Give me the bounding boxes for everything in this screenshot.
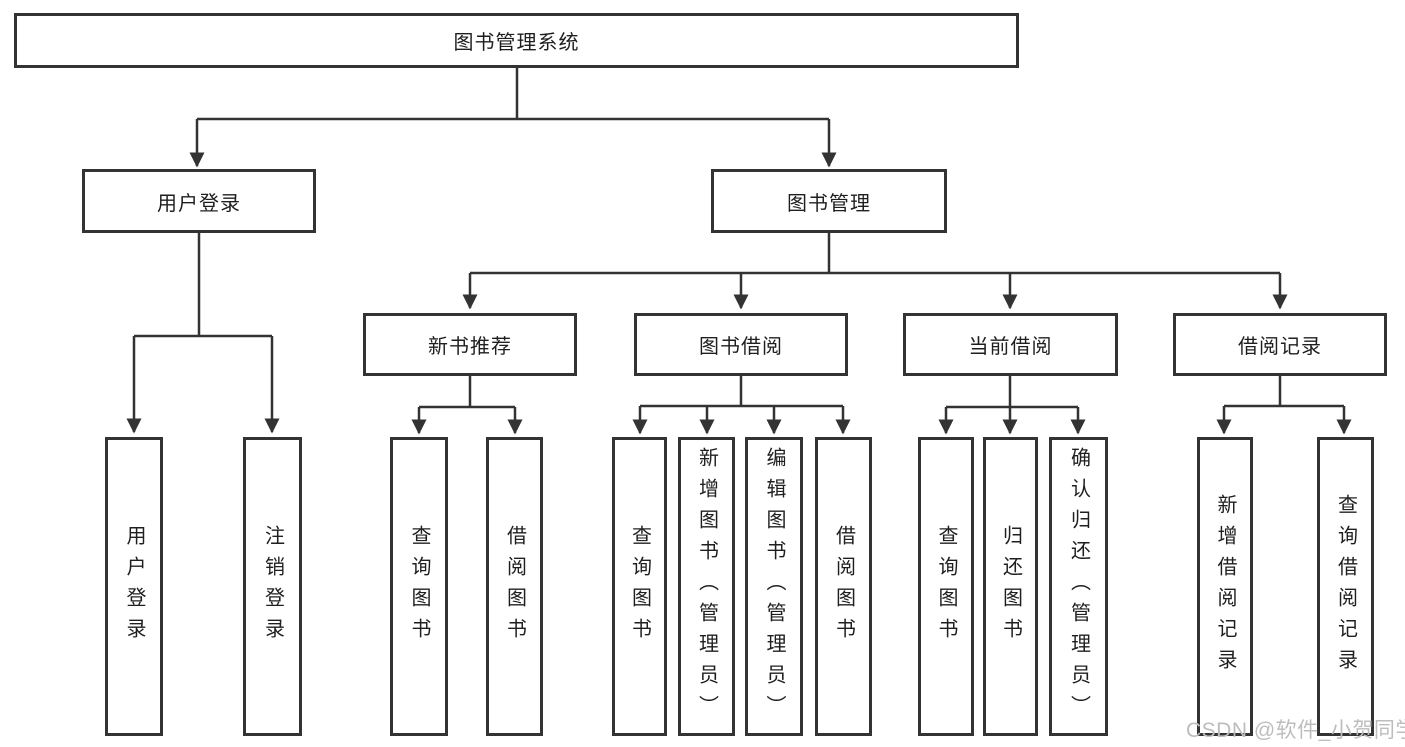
leaf-query-books-borrow-label: 查询图书 <box>628 524 651 649</box>
node-book-management-label: 图书管理 <box>787 192 871 215</box>
leaf-query-books-borrow: 查询图书 <box>612 437 667 736</box>
leaf-query-books-recommend-label: 查询图书 <box>408 524 430 649</box>
leaf-borrow-books-recommend: 借阅图书 <box>486 437 543 736</box>
node-book-borrow: 图书借阅 <box>634 313 848 376</box>
node-current-borrow: 当前借阅 <box>903 313 1118 376</box>
leaf-query-books-current-label: 查询图书 <box>935 524 957 649</box>
node-current-borrow-label: 当前借阅 <box>968 336 1053 358</box>
csdn-watermark: CSDN @软件_小贺同学 <box>1186 719 1405 742</box>
leaf-confirm-return-admin: 确认归还（管理员） <box>1049 437 1108 736</box>
node-user-login-label: 用户登录 <box>157 192 241 215</box>
node-book-borrow-label: 图书借阅 <box>699 336 783 358</box>
leaf-add-borrow-record-label: 新增借阅记录 <box>1214 493 1236 680</box>
leaf-borrow-books-label: 借阅图书 <box>832 524 855 649</box>
node-root-system: 图书管理系统 <box>14 13 1019 68</box>
leaf-add-borrow-record: 新增借阅记录 <box>1197 437 1253 736</box>
node-user-login: 用户登录 <box>82 169 316 233</box>
node-root-system-label: 图书管理系统 <box>453 32 580 54</box>
node-book-management: 图书管理 <box>711 169 947 233</box>
leaf-return-books-label: 归还图书 <box>999 524 1022 649</box>
leaf-add-books-admin-label: 新增图书（管理员） <box>695 447 718 726</box>
leaf-query-books-current: 查询图书 <box>918 437 974 736</box>
leaf-user-login-label: 用户登录 <box>123 524 145 649</box>
leaf-return-books: 归还图书 <box>983 437 1038 736</box>
leaf-borrow-books-recommend-label: 借阅图书 <box>503 524 526 649</box>
node-new-book-recommend-label: 新书推荐 <box>428 336 512 358</box>
leaf-query-books-recommend: 查询图书 <box>390 437 448 736</box>
node-new-book-recommend: 新书推荐 <box>363 313 577 376</box>
leaf-add-books-admin: 新增图书（管理员） <box>678 437 735 736</box>
leaf-logout: 注销登录 <box>243 437 302 736</box>
node-borrow-records-label: 借阅记录 <box>1238 336 1322 358</box>
leaf-query-borrow-record: 查询借阅记录 <box>1317 437 1374 736</box>
leaf-borrow-books: 借阅图书 <box>815 437 872 736</box>
leaf-confirm-return-admin-label: 确认归还（管理员） <box>1067 447 1090 726</box>
node-borrow-records: 借阅记录 <box>1173 313 1387 376</box>
leaf-user-login: 用户登录 <box>105 437 163 736</box>
leaf-edit-books-admin: 编辑图书（管理员） <box>745 437 803 736</box>
leaf-edit-books-admin-label: 编辑图书（管理员） <box>763 447 785 726</box>
leaf-logout-label: 注销登录 <box>261 524 284 649</box>
leaf-query-borrow-record-label: 查询借阅记录 <box>1334 493 1357 680</box>
